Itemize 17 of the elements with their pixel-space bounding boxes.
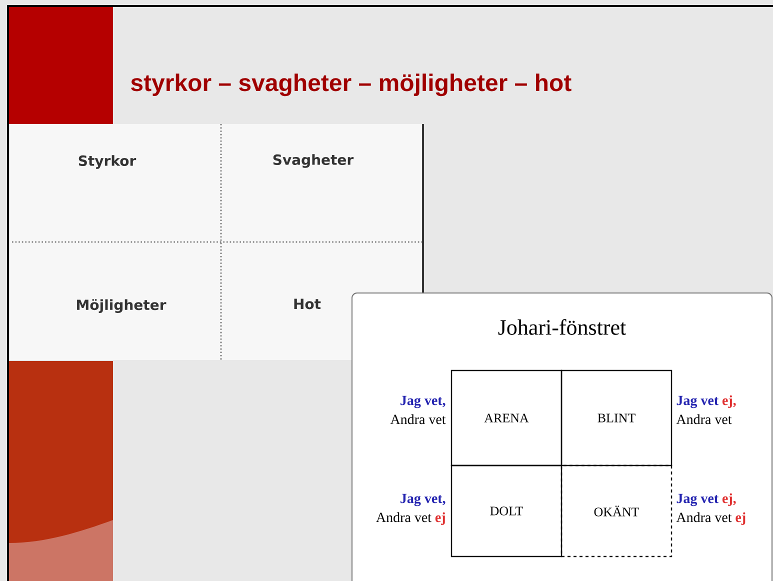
quadrant-label: Hot: [294, 298, 321, 310]
side-label: Andra vet: [376, 512, 432, 522]
window-cell: OKÄNT: [560, 464, 672, 558]
side-label: ej: [736, 512, 746, 525]
slide-title: styrkor – svagheter – möjligheter – hot: [131, 74, 572, 96]
side-label: Andra vet: [390, 414, 446, 424]
side-label: Andra vet: [676, 414, 732, 424]
window-cell: BLINT: [560, 370, 672, 466]
quadrant-label: Svagheter: [273, 154, 354, 168]
side-label: ej,: [722, 493, 736, 506]
quadrant-label: Möjligheter: [77, 299, 166, 313]
side-label: Jag vet,: [400, 494, 446, 506]
side-label: Jag vet: [676, 494, 719, 506]
side-label: ej,: [722, 395, 736, 408]
quadrant-label: Styrkor: [78, 155, 136, 169]
window-cell: ARENA: [450, 370, 562, 466]
window-cell: DOLT: [450, 464, 562, 558]
